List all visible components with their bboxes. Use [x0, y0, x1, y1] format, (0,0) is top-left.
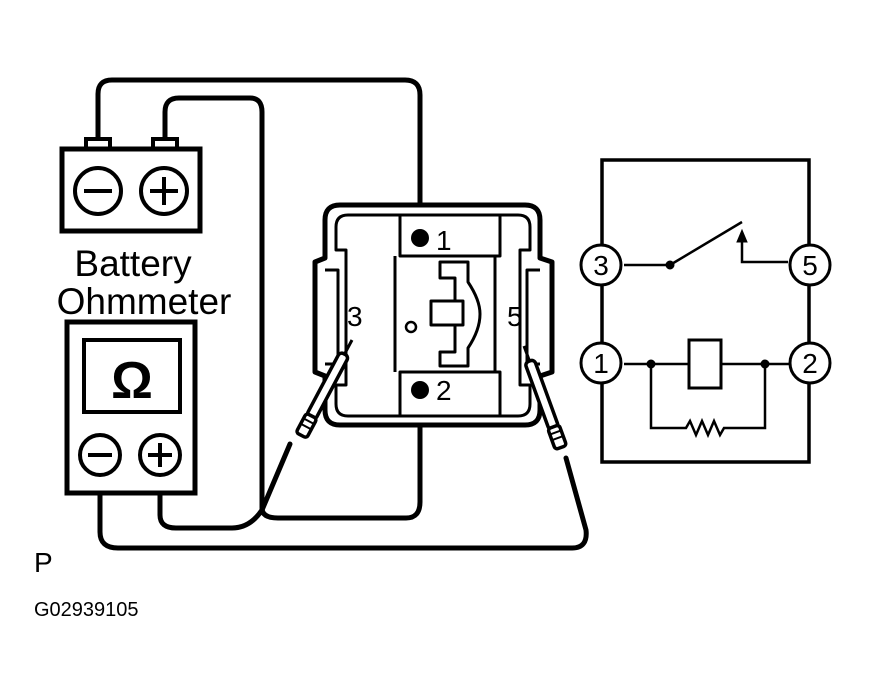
switch-arrow-icon [736, 228, 748, 243]
schematic-terminal-1-circle [579, 341, 623, 385]
schematic-terminal-2-circle [788, 341, 832, 385]
schematic-terminal-3-label: 3 [593, 250, 609, 281]
figure-letter: P [34, 547, 53, 578]
wire-battery-plus-to-terminal-2 [162, 95, 423, 521]
wire-ohmmeter-plus-to-probe-3 [157, 441, 293, 531]
ohmmeter-plus-icon [138, 433, 182, 477]
coil-icon [687, 338, 723, 390]
battery-minus-icon [73, 166, 123, 216]
relay-body [312, 202, 555, 428]
relay-terminal-1-dot [411, 229, 429, 247]
ohmmeter: Ohmmeter Ω [57, 281, 232, 496]
schematic-terminal-5-circle [788, 243, 832, 287]
relay-terminal-5-label: 5 [507, 301, 523, 332]
relay-terminal-2-dot [411, 381, 429, 399]
relay-schematic [579, 158, 832, 464]
probe-terminal-5 [522, 345, 568, 451]
ohmmeter-label: Ohmmeter [57, 281, 232, 322]
schematic-terminal-2-label: 2 [802, 348, 818, 379]
relay-terminal-2-label: 2 [436, 375, 452, 406]
schematic-terminal-5-label: 5 [802, 250, 818, 281]
schematic-box [600, 158, 811, 464]
figure-code: G02939105 [34, 599, 139, 621]
wire-ohmmeter-minus-to-probe-5 [97, 455, 589, 551]
switch-blade [669, 220, 743, 267]
probe-terminal-3 [295, 339, 354, 439]
wire-battery-minus-to-terminal-1 [95, 77, 423, 239]
ohm-symbol: Ω [111, 352, 153, 410]
relay-terminal-3-label: 3 [347, 301, 363, 332]
schematic-terminal-3-circle [579, 243, 623, 287]
battery: Battery [59, 137, 203, 284]
battery-label: Battery [74, 243, 192, 284]
ohmmeter-display [82, 338, 182, 414]
battery-plus-icon [139, 166, 189, 216]
switch-contact [740, 238, 788, 264]
schematic-terminal-1-label: 1 [593, 348, 609, 379]
relay-terminal-1-label: 1 [436, 225, 452, 256]
wires [95, 77, 589, 551]
ohmmeter-minus-icon [78, 433, 122, 477]
